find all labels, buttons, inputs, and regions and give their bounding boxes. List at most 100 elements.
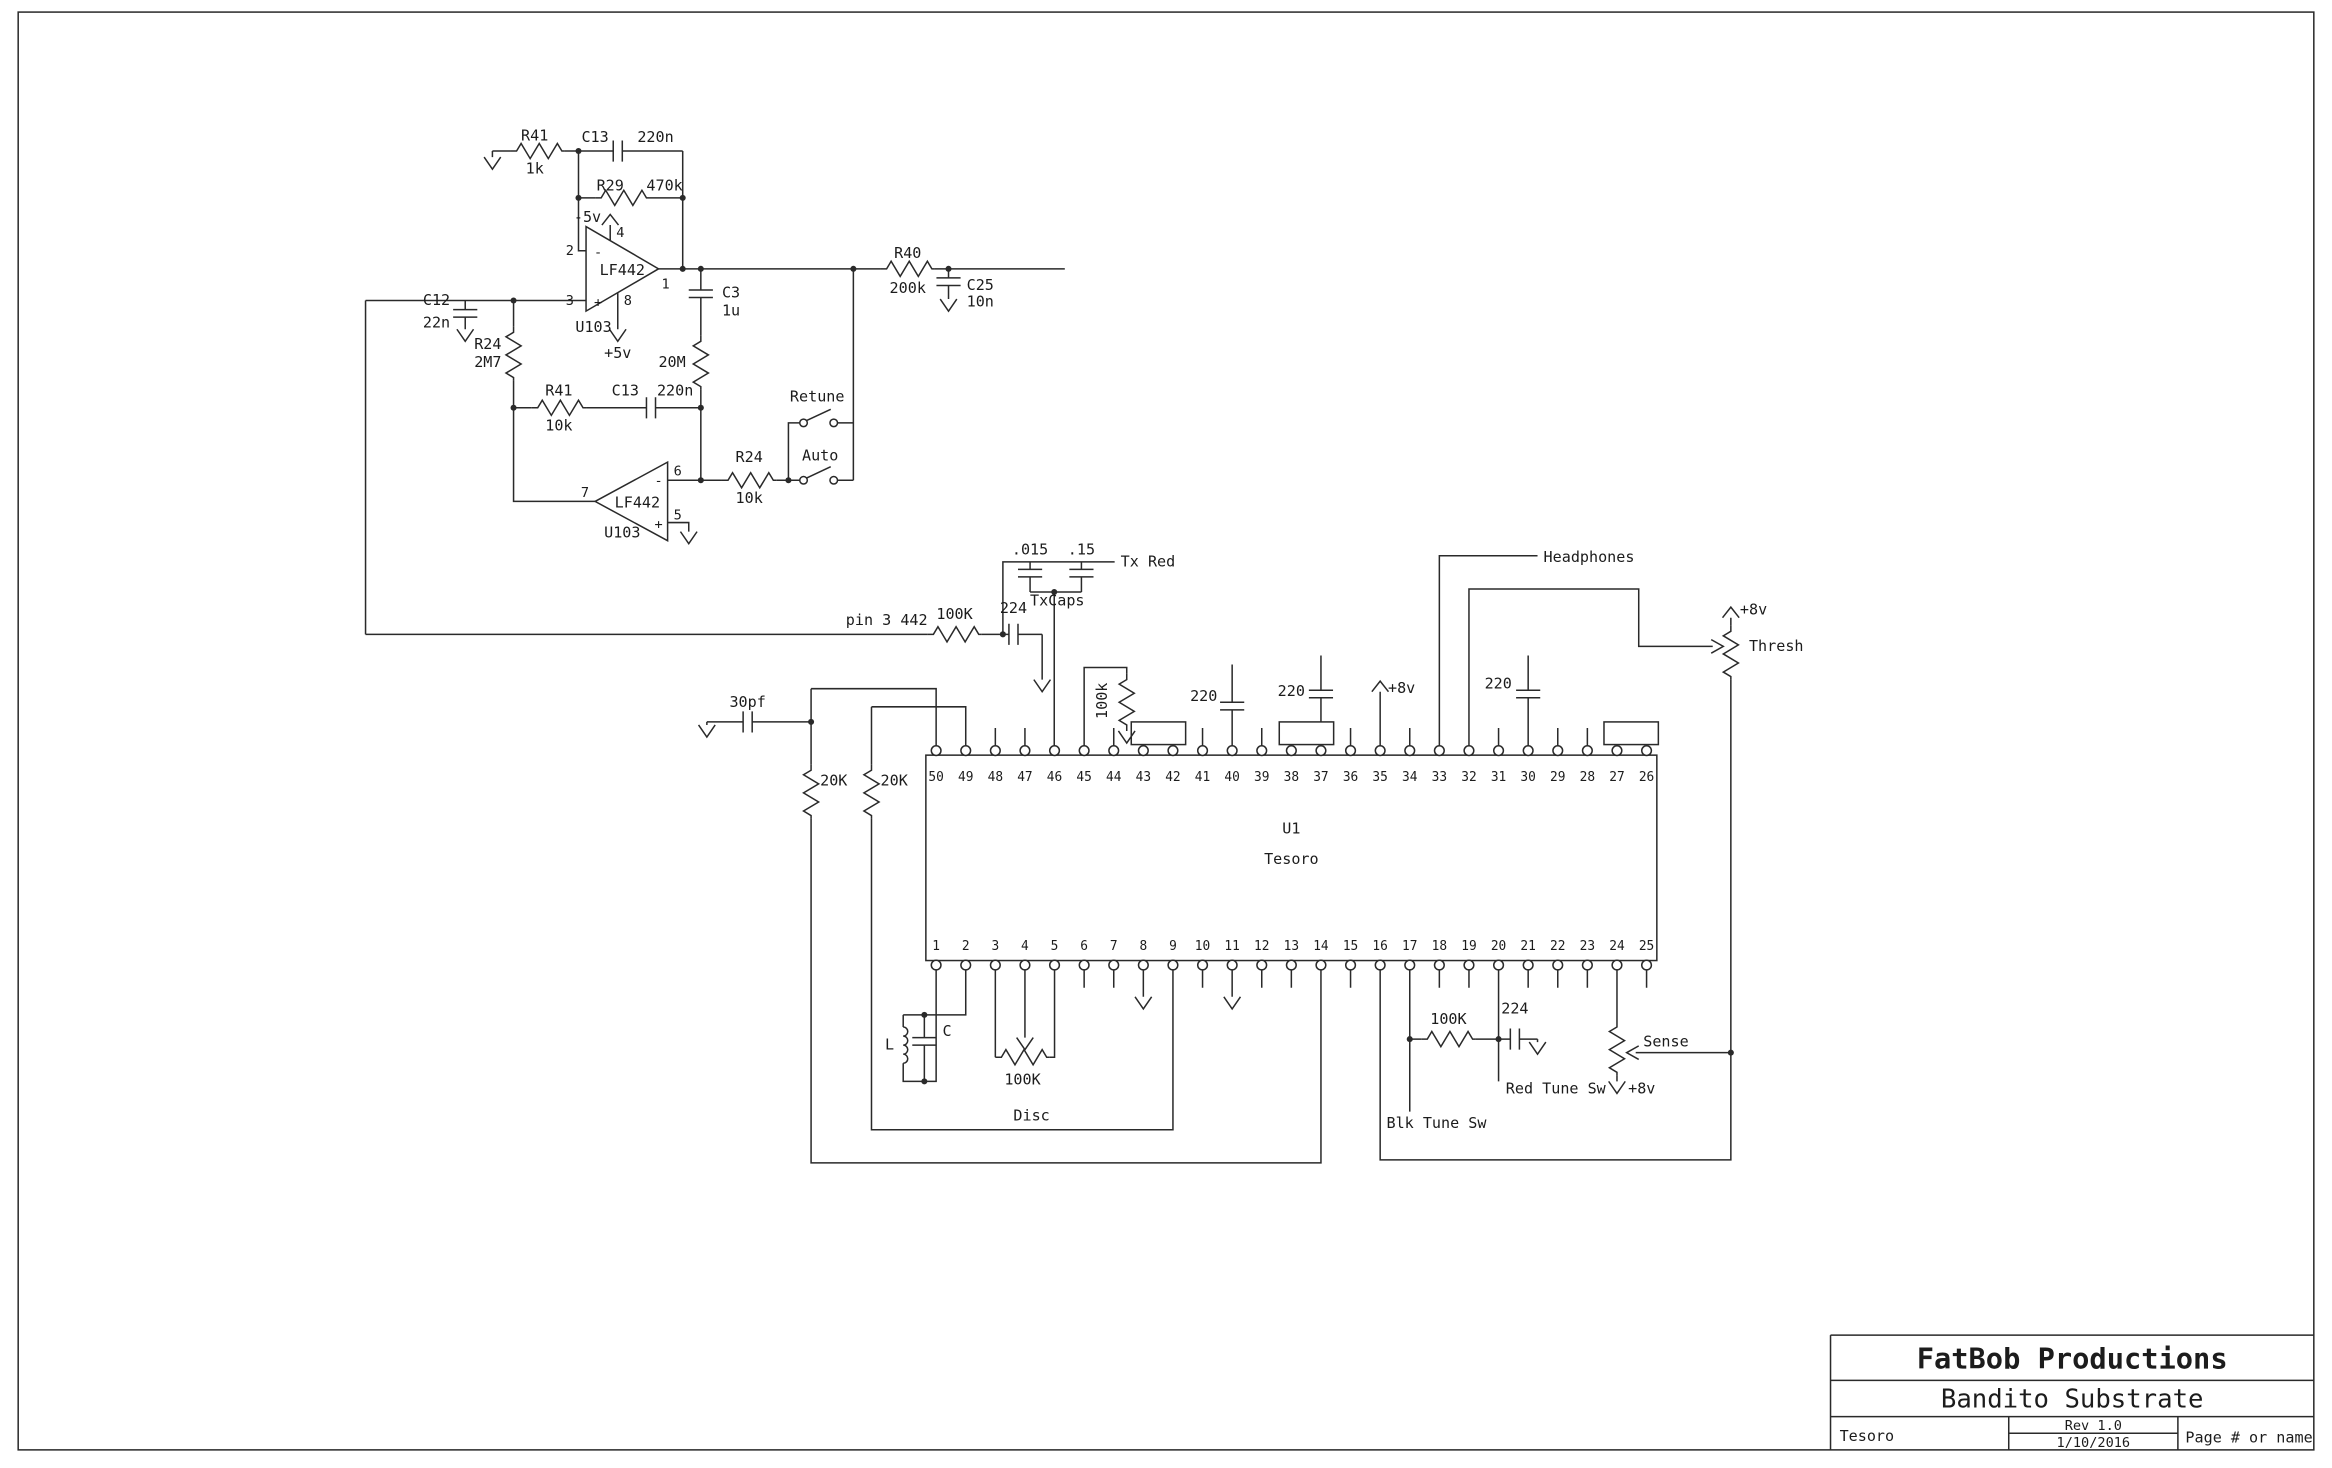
- switch-retune-lever[interactable]: [806, 408, 832, 422]
- label-disc-val: 100K: [1004, 1070, 1041, 1088]
- ic-pin: [1433, 745, 1445, 757]
- switch-retune-contact[interactable]: [829, 418, 839, 428]
- ic-pin: [1078, 959, 1090, 971]
- ic-pin-number: 29: [1550, 770, 1565, 785]
- supply-8v-down-arrow-icon: [1607, 1080, 1627, 1095]
- label-blk-tune: Blk Tune Sw: [1387, 1114, 1488, 1132]
- label-100k-tune: 100K: [1430, 1010, 1467, 1028]
- ic-pin-number: 5: [1051, 939, 1059, 954]
- label-r29-ref: R29: [597, 176, 624, 194]
- label-cap-c: C: [942, 1022, 951, 1040]
- ic-pin-number: 17: [1402, 939, 1417, 954]
- label-r41b-ref: R41: [545, 382, 572, 400]
- ic-pin-number: 27: [1609, 770, 1624, 785]
- capacitor-c-tank: [911, 1036, 938, 1046]
- ic-pin: [1226, 745, 1238, 757]
- opamp-section: R41 1k C13 220n R29 470k -5v 4 2 3 - + L…: [364, 126, 1065, 635]
- label-u103b-pin5: 5: [674, 508, 682, 524]
- pot-sense-body: [1608, 1020, 1626, 1077]
- ic-pin: [1433, 959, 1445, 971]
- capacitor-220-a: [1219, 701, 1245, 711]
- switch-auto-contact[interactable]: [829, 475, 839, 485]
- label-c13b-ref: C13: [612, 382, 639, 400]
- title-block-title: Bandito Substrate: [1941, 1385, 2204, 1415]
- ic-pin: [1374, 745, 1386, 757]
- ic-pin-number: 20: [1491, 939, 1506, 954]
- label-c13a-val: 220n: [637, 128, 673, 146]
- label-c25-val: 10n: [967, 293, 994, 311]
- ic-pin-number: 9: [1169, 939, 1177, 954]
- resistor-20k-a: [802, 763, 820, 820]
- ic-pin: [1167, 745, 1179, 757]
- ic-pin: [1315, 959, 1327, 971]
- ic-pin: [1048, 959, 1061, 971]
- label-c3-ref: C3: [722, 284, 740, 302]
- label-u103b-part: LF442: [615, 493, 660, 511]
- ic-pin: [1196, 745, 1209, 757]
- label-u103a-minus: -: [594, 245, 602, 261]
- ic-pin: [1492, 745, 1505, 757]
- page-border: [17, 11, 2315, 1451]
- label-c13a-ref: C13: [581, 128, 608, 146]
- ic-pin: [1581, 959, 1593, 971]
- jumper-box: [1603, 721, 1660, 746]
- capacitor-220-b: [1308, 689, 1334, 699]
- capacitor-c13b: [645, 396, 657, 420]
- ic-pin: [1522, 745, 1534, 757]
- ic-pin: [1167, 959, 1179, 971]
- switch-auto-contact[interactable]: [799, 475, 809, 485]
- ic-pin: [1019, 959, 1031, 971]
- ic-pin: [1611, 959, 1623, 971]
- label-c25-ref: C25: [967, 276, 994, 294]
- ic-pin-number: 37: [1313, 770, 1328, 785]
- ic-pin-number: 44: [1106, 770, 1122, 785]
- thresh-wiper-icon[interactable]: [1710, 638, 1725, 654]
- ic-pin: [1581, 745, 1593, 757]
- label-u103b-pin7: 7: [581, 485, 589, 501]
- disc-wiper-icon[interactable]: [1015, 1036, 1035, 1051]
- label-u103b-ref: U103: [604, 524, 640, 542]
- ic-pin-number: 4: [1021, 939, 1029, 954]
- ic-pin: [1137, 745, 1149, 757]
- ic-pin-number: 15: [1343, 939, 1358, 954]
- ground-icon: [1134, 996, 1153, 1010]
- ic-pin: [1344, 959, 1357, 971]
- title-block-company: FatBob Productions: [1917, 1341, 2228, 1375]
- label-r41b-val: 10k: [545, 416, 572, 434]
- resistor-r41-1k: [509, 142, 566, 160]
- switch-auto-lever[interactable]: [806, 465, 832, 479]
- ic-pin-number: 32: [1461, 770, 1476, 785]
- label-net-pin3-442: pin 3 442: [846, 611, 928, 629]
- label-r24a-val: 2M7: [474, 353, 501, 371]
- label-sw-auto: Auto: [802, 447, 838, 465]
- resistor-100k-tune: [1420, 1030, 1477, 1048]
- resistor-100k-tx: [926, 626, 983, 643]
- ic-pin-number: 42: [1165, 770, 1180, 785]
- label-8v-b: +8v: [1740, 601, 1767, 619]
- ic-pin: [1256, 745, 1268, 757]
- mid-section: pin 3 442 100K 224 .015 .15 Tx Red TxCap…: [365, 540, 1804, 1164]
- jumper-box: [1278, 721, 1335, 746]
- ic-pin: [1522, 959, 1534, 971]
- ic-pin: [1019, 745, 1031, 757]
- ic-pin-number: 21: [1520, 939, 1535, 954]
- ic-pin: [1404, 959, 1416, 971]
- capacitor-c13a: [612, 139, 624, 163]
- ic-pin-number: 49: [958, 770, 973, 785]
- ic-pin-number: 18: [1432, 939, 1447, 954]
- ic-pin-number: 14: [1313, 939, 1329, 954]
- ic-pin: [1256, 959, 1268, 971]
- ic-pin: [1640, 959, 1653, 971]
- ic-pin-number: 11: [1224, 939, 1239, 954]
- supply-neg5v-arrow-icon: [601, 213, 620, 226]
- title-block-rev: Rev 1.0: [2065, 1418, 2122, 1434]
- ground-icon: [697, 724, 716, 738]
- ic-pin: [1463, 959, 1475, 971]
- ic-pin-number: 13: [1284, 939, 1299, 954]
- ic-pin-number: 46: [1047, 770, 1062, 785]
- ic-pin: [1285, 745, 1297, 757]
- switch-retune-contact[interactable]: [799, 418, 809, 428]
- ic-pin-number: 36: [1343, 770, 1358, 785]
- ic-pin: [1463, 745, 1475, 757]
